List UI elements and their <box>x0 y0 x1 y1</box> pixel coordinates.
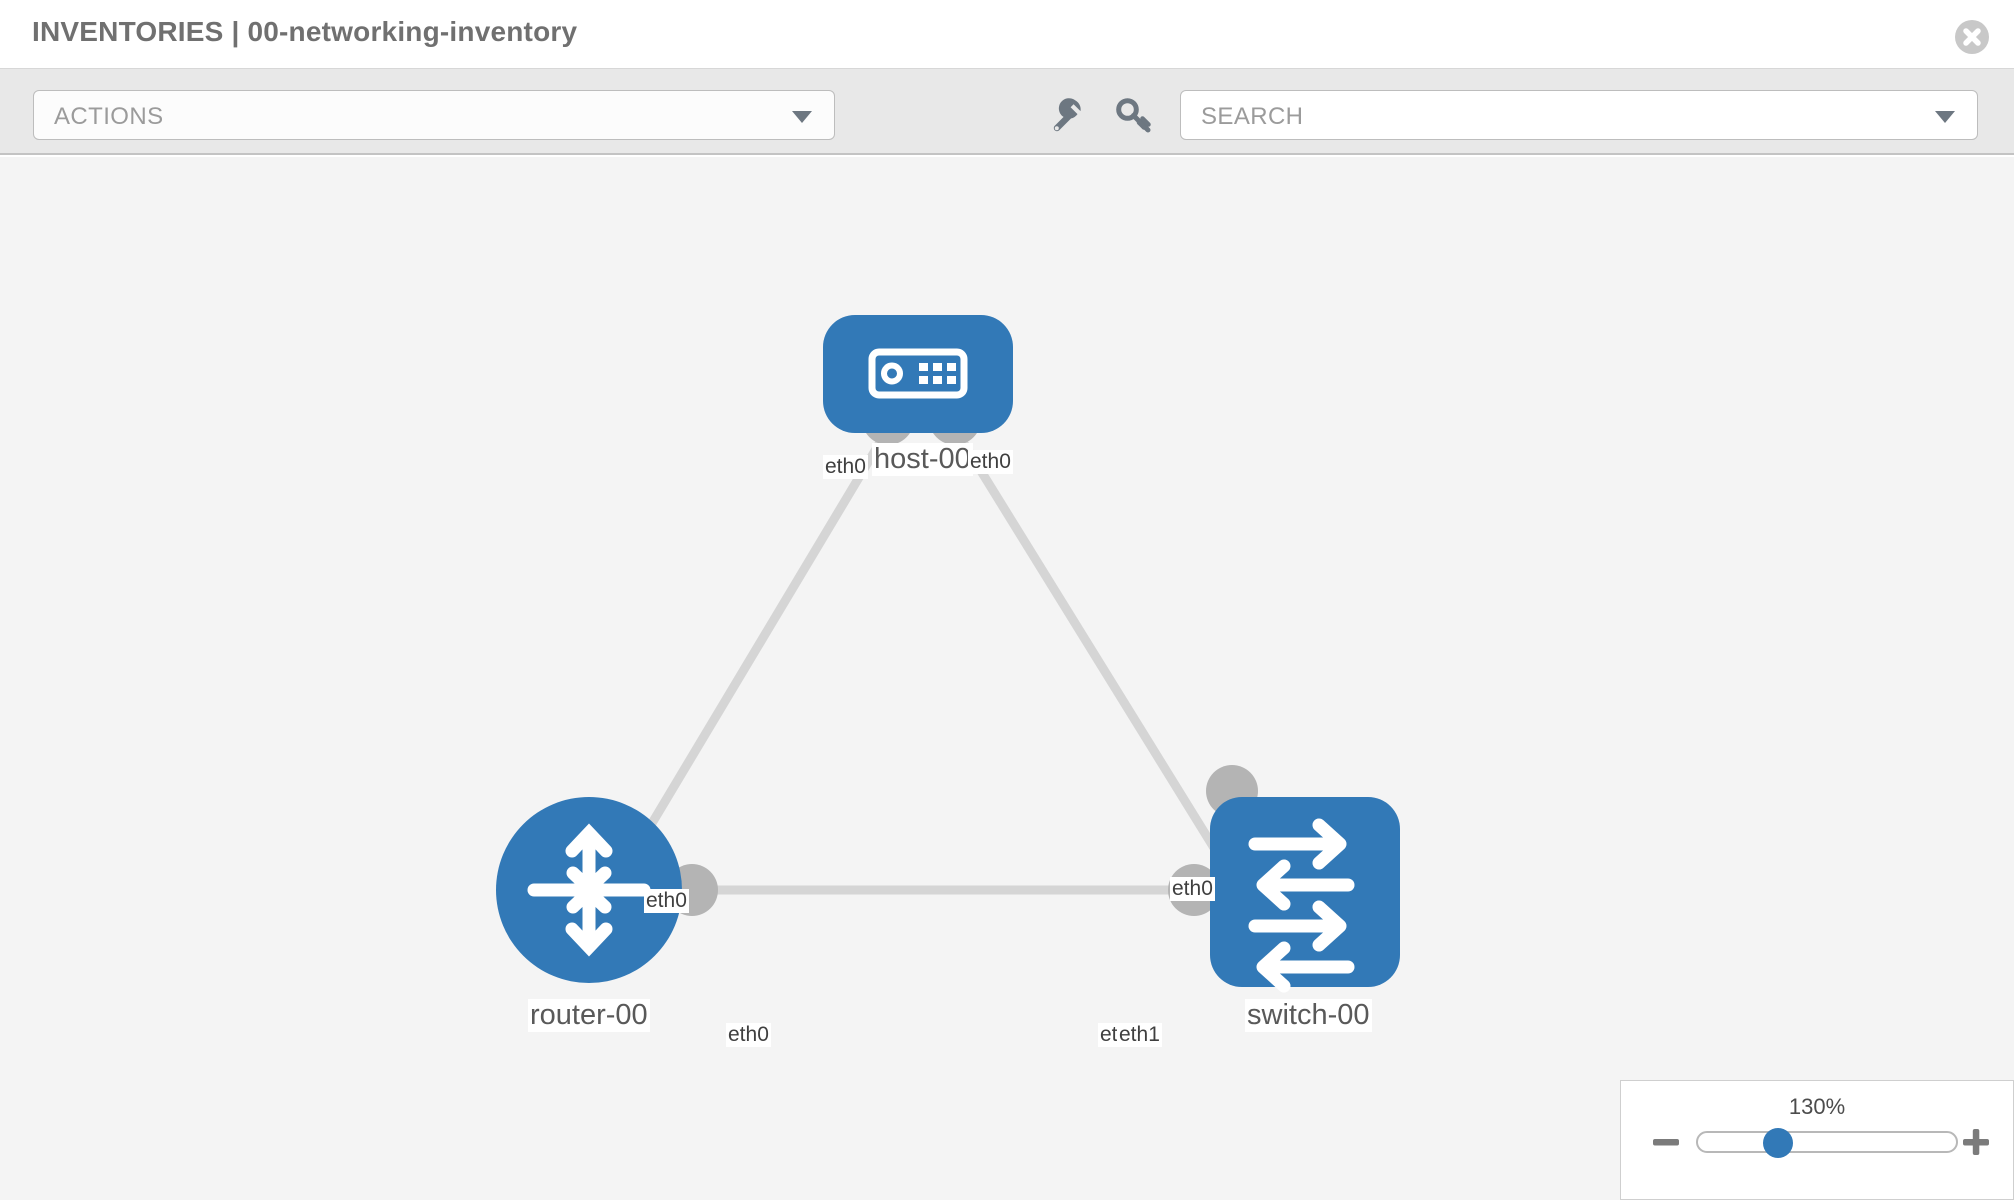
iface-label-router-right: eth0 <box>726 1023 771 1048</box>
key-icon[interactable] <box>1112 93 1156 137</box>
actions-dropdown-label: ACTIONS <box>54 103 164 130</box>
search-placeholder: SEARCH <box>1201 103 1304 130</box>
iface-label-switch-left: eth1 <box>1117 1023 1162 1048</box>
wrench-icon[interactable] <box>1044 93 1088 137</box>
node-label-host-00: host-00 <box>872 443 973 477</box>
iface-label-router-up: eth0 <box>644 889 689 914</box>
node-label-switch-00: switch-00 <box>1245 999 1372 1033</box>
node-router-00[interactable] <box>496 797 682 983</box>
iface-label-host-right: eth0 <box>968 450 1013 475</box>
node-label-router-00: router-00 <box>528 999 650 1033</box>
close-icon[interactable] <box>1955 20 1989 54</box>
toolbar: ACTIONS SEARCH <box>0 69 2014 155</box>
search-input[interactable]: SEARCH <box>1180 90 1978 140</box>
page-title: INVENTORIES | 00-networking-inventory <box>32 16 578 47</box>
plus-icon[interactable] <box>1961 1127 1991 1157</box>
zoom-percent-label: 130% <box>1788 1094 1846 1119</box>
server-icon <box>868 348 968 399</box>
page-header: INVENTORIES | 00-networking-inventory <box>0 0 2014 69</box>
iface-label-switch-up: eth0 <box>1170 877 1215 902</box>
iface-label-host-left: eth0 <box>823 455 868 480</box>
zoom-control: 130% <box>1620 1080 2014 1200</box>
chevron-down-icon <box>792 111 812 123</box>
node-switch-00[interactable] <box>1210 797 1400 993</box>
router-arrows-icon <box>527 823 651 957</box>
chevron-down-icon <box>1935 111 1955 123</box>
topology-canvas[interactable]: host-00 router-00 switch-00 eth0 eth0 et… <box>0 157 2014 1200</box>
zoom-slider[interactable] <box>1696 1131 1958 1153</box>
switch-arrows-icon <box>1248 818 1355 993</box>
link-host-router[interactable] <box>608 426 892 893</box>
topology-graph <box>496 315 1400 993</box>
zoom-slider-thumb[interactable] <box>1763 1128 1793 1158</box>
node-host-00[interactable] <box>823 315 1013 433</box>
minus-icon[interactable] <box>1651 1127 1681 1157</box>
actions-dropdown[interactable]: ACTIONS <box>33 90 835 140</box>
link-host-switch[interactable] <box>951 426 1244 893</box>
